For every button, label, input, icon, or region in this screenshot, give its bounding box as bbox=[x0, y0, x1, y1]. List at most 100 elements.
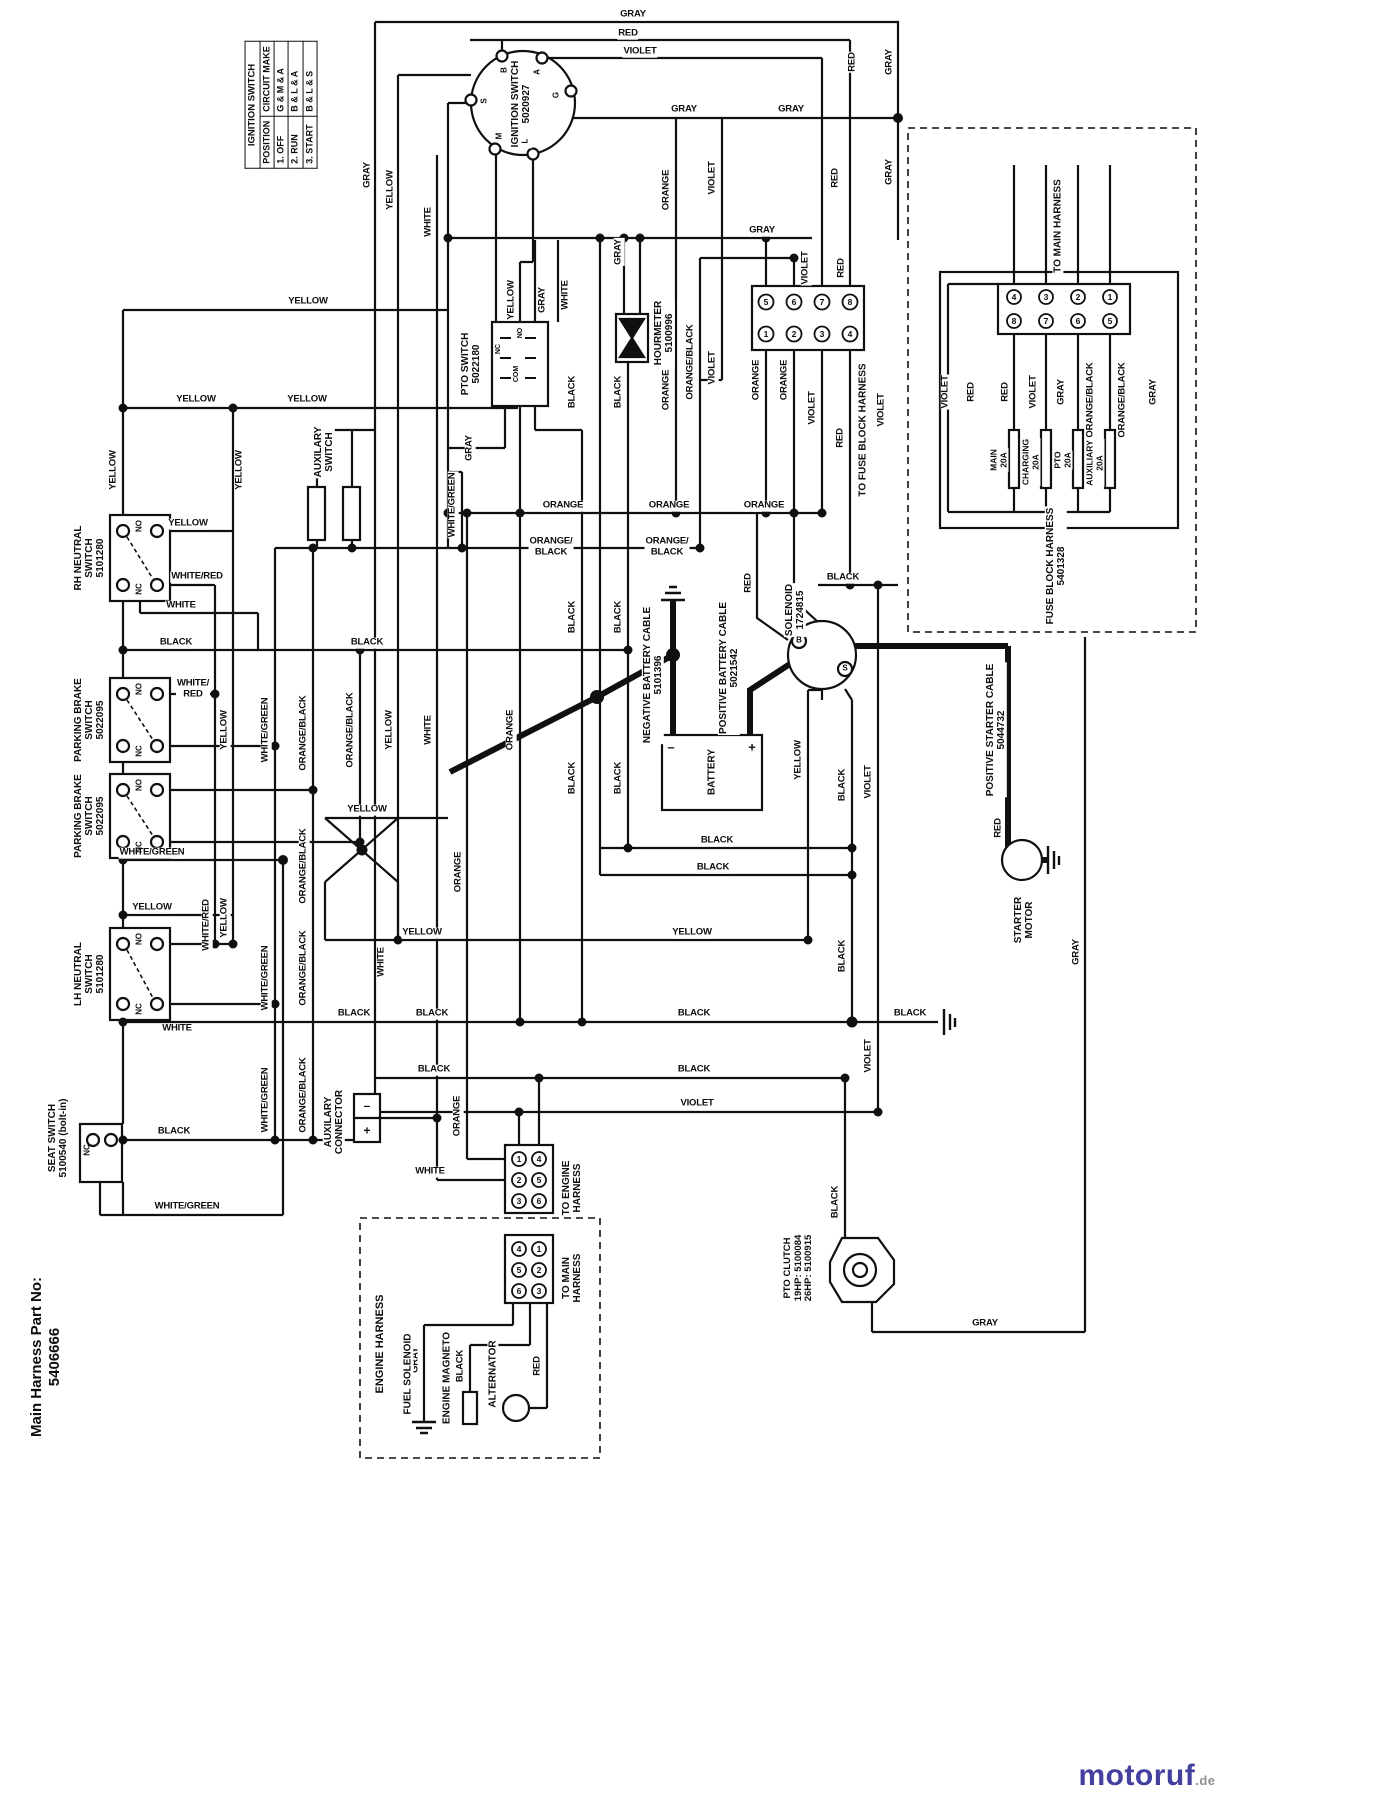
wire-color-label: BLACK bbox=[676, 1007, 712, 1020]
wire-color-label: ORANGE bbox=[504, 708, 517, 752]
connector-pin-number: 2 bbox=[536, 1264, 542, 1275]
wire-color-label: RED bbox=[835, 257, 848, 279]
connector-pin-number: 4 bbox=[536, 1153, 542, 1164]
connector-pin-number: 1 bbox=[516, 1153, 522, 1164]
wire-color-label: YELLOW bbox=[107, 449, 120, 491]
alternator-label: ALTERNATOR bbox=[487, 1339, 499, 1409]
component-outlines bbox=[78, 49, 1180, 1426]
wire-color-label: VIOLET bbox=[706, 350, 719, 386]
wire-color-label: BLACK bbox=[414, 1007, 450, 1020]
connector-pin-number: 1 bbox=[763, 328, 769, 339]
wire-color-label: BLACK bbox=[349, 636, 385, 649]
wire-color-label: YELLOW bbox=[175, 393, 217, 406]
main-harness-part-number: Main Harness Part No: 5406666 bbox=[28, 1276, 63, 1438]
wire-color-label: GRAY bbox=[670, 103, 698, 116]
starter-motor-label: STARTER MOTOR bbox=[1012, 895, 1036, 945]
wire-color-label: VIOLET bbox=[679, 1097, 715, 1110]
wire-color-label: YELLOW bbox=[346, 803, 388, 816]
wire-color-label: WHITE/RED bbox=[170, 570, 224, 583]
wire-color-label: ORANGE bbox=[660, 168, 673, 212]
terminal-label: + bbox=[748, 739, 756, 755]
pto-switch-label: PTO SWITCH 5022180 bbox=[459, 331, 483, 397]
wire-color-label: ORANGE bbox=[742, 499, 786, 512]
wire-color-label: VIOLET bbox=[875, 392, 888, 428]
wire-color-label: YELLOW bbox=[792, 739, 805, 781]
wire-color-label: VIOLET bbox=[939, 374, 952, 410]
terminal-label: NC bbox=[134, 583, 144, 595]
wire-color-label: GRAY bbox=[1070, 938, 1083, 966]
wire-color-label: BLACK bbox=[454, 1348, 467, 1384]
connector-pin-number: 6 bbox=[791, 296, 797, 307]
wire-color-label: GRAY bbox=[777, 103, 805, 116]
solenoid-label: SOLENOID 1724815 bbox=[783, 582, 807, 638]
wire-color-label: RED bbox=[834, 427, 847, 449]
wire-color-label: GRAY bbox=[612, 238, 625, 266]
motoruf-tld: .de bbox=[1195, 1773, 1216, 1788]
wire-color-label: YELLOW bbox=[383, 709, 396, 751]
wire-color-label: GRAY bbox=[1055, 378, 1068, 406]
wire-color-label: ORANGE bbox=[750, 358, 763, 402]
wire-color-label: WHITE bbox=[161, 1022, 193, 1035]
wire-color-label: RED bbox=[829, 167, 842, 189]
wire-color-label: ORANGE/ BLACK bbox=[528, 535, 574, 558]
fuse-charging-label: CHARGING 20A bbox=[1020, 437, 1041, 487]
terminal-label: NO bbox=[134, 683, 144, 695]
wire-color-label: VIOLET bbox=[862, 764, 875, 800]
terminal-label: NC bbox=[134, 745, 144, 757]
parking-brake-switch-2-label: PARKING BRAKE SWITCH 5022095 bbox=[73, 773, 107, 859]
wire-color-label: BLACK bbox=[566, 760, 579, 796]
ignition-table-cell: B & L & A bbox=[288, 41, 303, 117]
ignition-table-cell: G & M & A bbox=[274, 41, 289, 117]
wire-color-label: BLACK bbox=[825, 571, 861, 584]
fuse-block-boundary bbox=[907, 127, 1197, 633]
wire-color-label: WHITE/GREEN bbox=[446, 471, 459, 539]
engine-harness-boundary bbox=[359, 1217, 601, 1459]
ignition-table-cell: 2. RUN bbox=[288, 116, 303, 169]
negative-battery-cable-label: NEGATIVE BATTERY CABLE 5101396 bbox=[641, 605, 665, 745]
wire-color-label: BLACK bbox=[566, 374, 579, 410]
connector-pin-number: 5 bbox=[1107, 315, 1113, 326]
terminal-label: NO bbox=[517, 327, 525, 339]
pto-switch-symbol bbox=[490, 320, 550, 408]
starter-motor-symbol bbox=[1000, 838, 1044, 882]
terminal-label: – bbox=[363, 1098, 371, 1113]
engine-magneto-label: ENGINE MAGNETO bbox=[441, 1330, 453, 1426]
wire-color-label: RED bbox=[617, 27, 639, 40]
fuse-to-main-harness-label: TO MAIN HARNESS bbox=[1052, 178, 1064, 274]
terminal-label: B bbox=[499, 67, 509, 73]
connector-pin-number: 3 bbox=[516, 1195, 522, 1206]
connector-pin-number: 3 bbox=[1043, 291, 1049, 302]
wire-color-label: WHITE bbox=[375, 946, 388, 978]
motoruf-brand: motoruf bbox=[1078, 1759, 1196, 1792]
wire-color-label: GRAY bbox=[463, 434, 476, 462]
wire-color-label: BLACK bbox=[612, 760, 625, 796]
wire-color-label: ORANGE bbox=[452, 850, 465, 894]
terminal-label: NC bbox=[134, 841, 144, 853]
positive-starter-cable-label: POSITIVE STARTER CABLE 5044732 bbox=[984, 662, 1008, 798]
wire-color-label: ORANGE bbox=[451, 1094, 464, 1138]
ground-symbols bbox=[412, 585, 1061, 1435]
wire-color-label: YELLOW bbox=[287, 295, 329, 308]
engine-magneto-symbol bbox=[461, 1390, 479, 1426]
wire-color-label: ORANGE/BLACK bbox=[297, 1056, 310, 1134]
wire-color-label: ORANGE bbox=[778, 358, 791, 402]
wire-color-label: YELLOW bbox=[671, 926, 713, 939]
wire-color-label: YELLOW bbox=[218, 897, 231, 939]
wire-color-label: ORANGE bbox=[647, 499, 691, 512]
fuse-charging-symbol bbox=[1039, 428, 1053, 490]
wire-color-label: BLACK bbox=[336, 1007, 372, 1020]
wire-color-label: GRAY bbox=[883, 48, 896, 76]
wire-color-label: GRAY bbox=[1147, 378, 1160, 406]
wire-color-label: BLACK bbox=[156, 1125, 192, 1138]
wire-color-label: YELLOW bbox=[131, 901, 173, 914]
wire-color-label: ORANGE/BLACK bbox=[297, 694, 310, 772]
connector-pin-number: 2 bbox=[516, 1174, 522, 1185]
wire-color-label: WHITE bbox=[422, 714, 435, 746]
wire-color-label: GRAY bbox=[536, 286, 549, 314]
wire-color-label: WHITE bbox=[414, 1165, 446, 1178]
connector-pin-number: 5 bbox=[516, 1264, 522, 1275]
fuel-solenoid-label: FUEL SOLENOID bbox=[402, 1332, 414, 1416]
